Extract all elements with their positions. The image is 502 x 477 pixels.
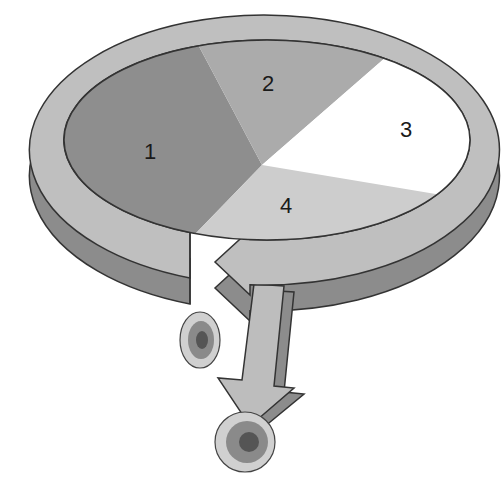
cell (215, 412, 275, 472)
cell (180, 312, 220, 368)
phase-number: 3 (400, 118, 412, 142)
phase-number: 4 (280, 194, 292, 218)
phase-sector-label: 1 (138, 138, 162, 166)
phase-sector (170, 165, 490, 260)
phase-sector-label: 2 (256, 70, 280, 98)
exit-arrow (218, 284, 294, 426)
phase-sector-label: 3 (394, 116, 418, 144)
phase-sector-label: 4 (274, 192, 298, 220)
ring-end-face (189, 233, 191, 305)
phase-number: 1 (144, 140, 156, 164)
phase-number: 2 (262, 72, 274, 96)
ring-arrow (29, 15, 499, 295)
